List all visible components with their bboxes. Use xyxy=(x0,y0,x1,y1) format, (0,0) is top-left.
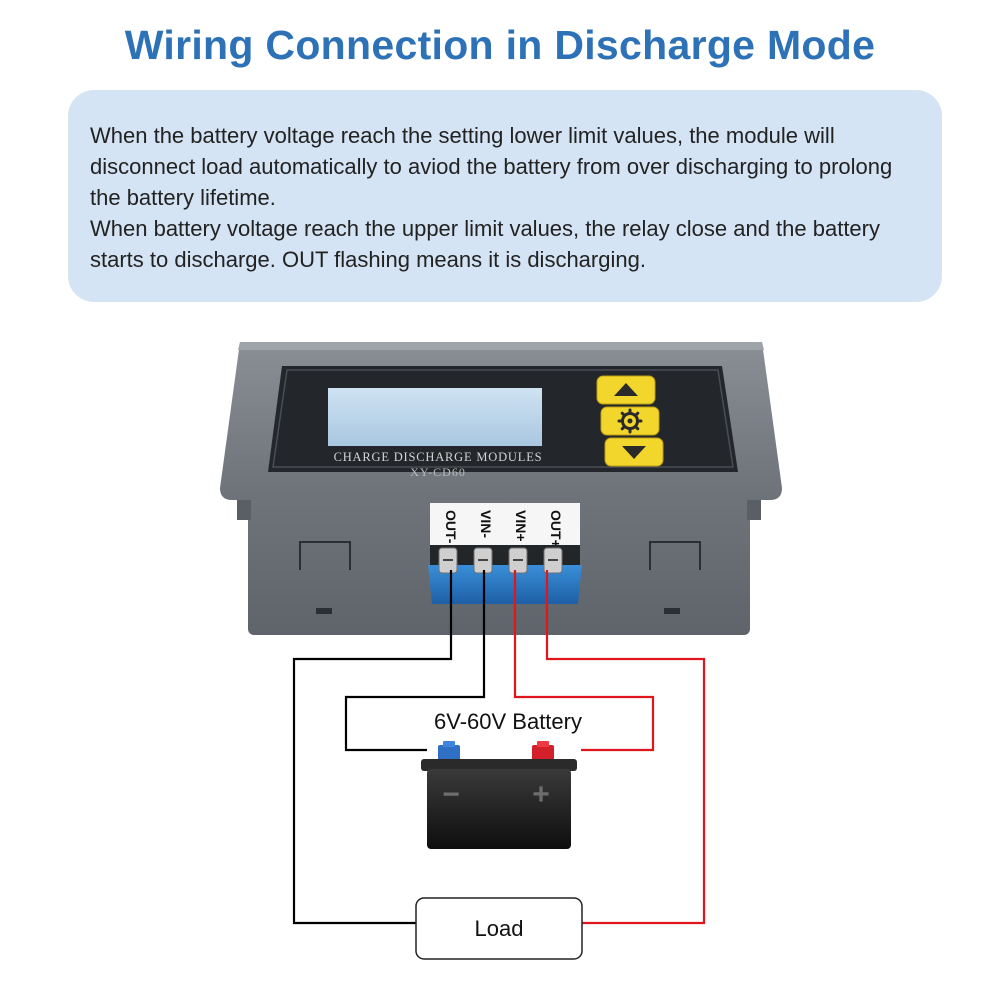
terminal-label-out-minus: OUT- xyxy=(443,510,459,544)
battery-negative-symbol: − xyxy=(442,778,460,811)
wires xyxy=(292,570,706,925)
gear-icon xyxy=(617,408,643,434)
module-label: CHARGE DISCHARGE MODULES xyxy=(334,450,543,464)
settings-button[interactable] xyxy=(600,406,660,436)
terminal-screw-out-minus[interactable] xyxy=(438,547,458,574)
terminal-label-vin-minus: VIN- xyxy=(478,510,494,538)
description-paragraph-2: When battery voltage reach the upper lim… xyxy=(90,216,880,272)
module-model: XY-CD60 xyxy=(410,465,466,479)
up-button[interactable] xyxy=(596,375,656,405)
load-label: Load xyxy=(475,916,524,941)
wire-out-plus xyxy=(545,570,706,925)
description-box: When the battery voltage reach the setti… xyxy=(68,90,942,302)
battery-positive-post xyxy=(532,745,554,761)
right-clip xyxy=(649,541,701,570)
terminal-label-card xyxy=(430,503,580,545)
wire-vin-minus xyxy=(344,570,486,752)
battery-label: 6V-60V Battery xyxy=(434,709,582,734)
load-box xyxy=(415,897,583,960)
load: Load xyxy=(415,897,583,960)
terminal-screw-vin-plus[interactable] xyxy=(508,547,528,574)
down-button[interactable] xyxy=(604,437,664,467)
terminal-label-vin-plus: VIN+ xyxy=(513,510,529,542)
lcd-display xyxy=(328,388,542,446)
terminal-screw-out-plus[interactable] xyxy=(543,547,563,574)
wire-out-minus xyxy=(292,570,453,925)
battery: − + xyxy=(421,741,577,849)
battery-case xyxy=(427,769,571,849)
up-arrow-icon xyxy=(614,383,638,396)
description-paragraph-1: When the battery voltage reach the setti… xyxy=(90,123,893,210)
battery-negative-post xyxy=(438,745,460,761)
page-title: Wiring Connection in Discharge Mode xyxy=(124,22,876,68)
terminal-screw-vin-minus[interactable] xyxy=(473,547,493,574)
down-arrow-icon xyxy=(622,446,646,459)
terminal-label-out-plus: OUT+ xyxy=(548,510,564,548)
wire-vin-plus xyxy=(513,570,655,752)
battery-positive-symbol: + xyxy=(532,778,550,811)
left-clip xyxy=(299,541,351,570)
xy-cd60-module: CHARGE DISCHARGE MODULES XY-CD60 xyxy=(220,342,782,635)
terminal-block xyxy=(428,545,582,604)
